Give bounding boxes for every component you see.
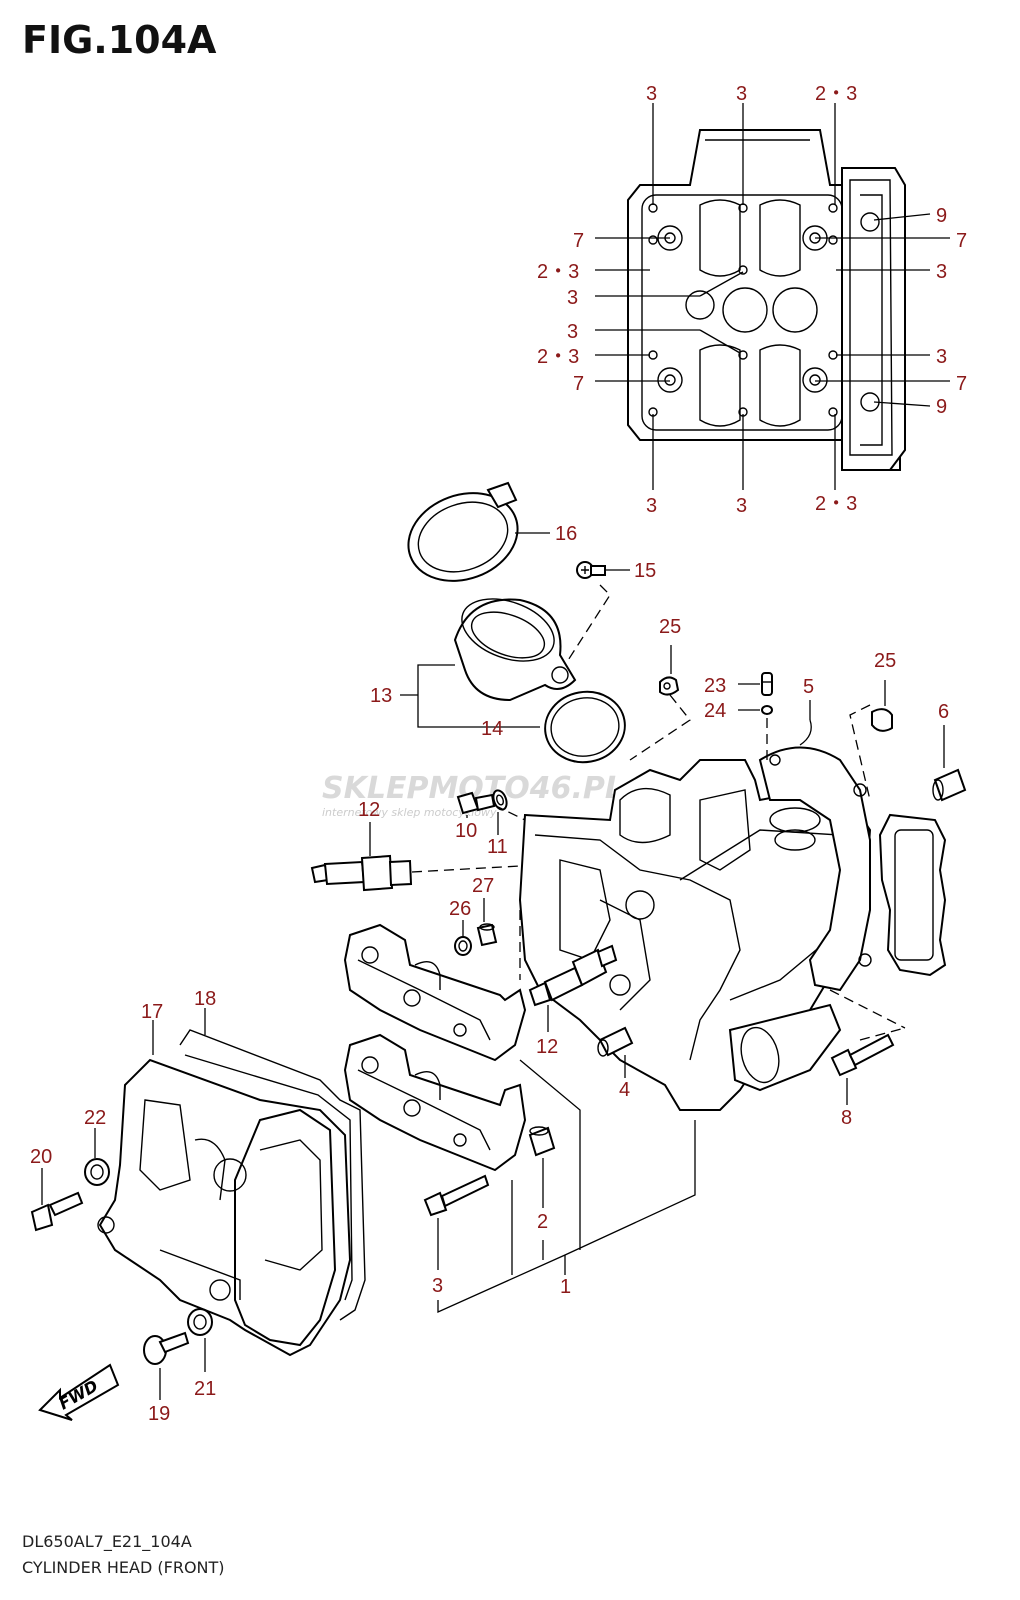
top-view-callouts: 3 3 2・3 9 7 7 2・3 3 3 3 2・3 3 7 7 9 3 3 …: [537, 83, 967, 517]
cylinder-head-assembly: [518, 746, 947, 1111]
callout-9: 9: [936, 205, 947, 227]
callout-10: 10: [455, 820, 477, 842]
callout-21: 21: [194, 1378, 216, 1400]
callout-5: 5: [803, 676, 814, 698]
fwd-arrow-icon: FWD: [38, 1363, 120, 1421]
callout-23: 23: [704, 675, 726, 697]
bolt-19: [143, 1331, 190, 1365]
callout-26: 26: [449, 898, 471, 920]
callout-2-3: 2・3: [815, 493, 857, 515]
callout-3: 3: [646, 495, 657, 517]
callout-3: 3: [936, 261, 947, 283]
bolt-8: [830, 1033, 895, 1077]
dowel-2: [528, 1126, 556, 1157]
o-ring-14: [544, 690, 626, 764]
callout-27: 27: [472, 875, 494, 897]
callout-18: 18: [194, 988, 216, 1010]
callout-7: 7: [956, 373, 967, 395]
callout-12: 12: [536, 1036, 558, 1058]
dowel-6: [932, 768, 967, 802]
callout-6: 6: [938, 701, 949, 723]
callout-8: 8: [841, 1107, 852, 1129]
cap-25-b: [871, 708, 893, 732]
callout-25: 25: [659, 616, 681, 638]
intake-pipe-13: [453, 598, 577, 702]
fitting-23: [761, 672, 773, 696]
dowel-4: [597, 1026, 634, 1057]
bolt-20: [30, 1191, 84, 1232]
figure-description: CYLINDER HEAD (FRONT): [22, 1558, 225, 1577]
callout-1: 1: [560, 1276, 571, 1298]
washer-24: [761, 705, 773, 715]
callout-3: 3: [936, 346, 947, 368]
main-callouts: 16 15 25 25 13 14 23 24 5 6 12 10 11 27 …: [30, 523, 949, 1425]
callout-3: 3: [432, 1275, 443, 1297]
seal-26: [454, 936, 472, 956]
callout-2-3: 2・3: [537, 346, 579, 368]
callout-17: 17: [141, 1001, 163, 1023]
cylinder-head-cover-17: [97, 1058, 352, 1357]
callout-16: 16: [555, 523, 577, 545]
bolt-10: [456, 791, 496, 815]
cylinder-head-top-view: [627, 129, 906, 471]
spark-plug-12-lower: [528, 944, 618, 1007]
model-code: DL650AL7_E21_104A: [22, 1532, 192, 1551]
bolt-3: [423, 1174, 490, 1217]
camshaft-holder-upper: [343, 923, 527, 1062]
callout-3: 3: [646, 83, 657, 105]
callout-2: 2: [537, 1211, 548, 1233]
screw-15: [576, 561, 606, 579]
callout-24: 24: [704, 700, 726, 722]
callout-7: 7: [956, 230, 967, 252]
callout-4: 4: [619, 1079, 630, 1101]
callout-7: 7: [573, 373, 584, 395]
callout-3: 3: [736, 495, 747, 517]
callout-7: 7: [573, 230, 584, 252]
callout-20: 20: [30, 1146, 52, 1168]
figure-title: FIG.104A: [22, 18, 217, 62]
callout-3: 3: [736, 83, 747, 105]
washer-11: [492, 789, 508, 811]
callout-25: 25: [874, 650, 896, 672]
callout-14: 14: [481, 718, 503, 740]
callout-11: 11: [487, 836, 508, 858]
grommet-22: [84, 1158, 110, 1186]
cap-25-a: [659, 676, 680, 696]
callout-9: 9: [936, 396, 947, 418]
callout-2-3: 2・3: [537, 261, 579, 283]
watermark-tagline: internetowy sklep motocyklowy: [322, 806, 497, 819]
top-view-leaders: [595, 103, 950, 490]
callout-3: 3: [567, 321, 578, 343]
callout-2-3: 2・3: [815, 83, 857, 105]
spark-plug-12-upper: [310, 854, 413, 892]
hose-clamp-16: [407, 481, 519, 582]
callout-3: 3: [567, 287, 578, 309]
head-cover-gasket-18: [179, 1029, 366, 1321]
callout-15: 15: [634, 560, 656, 582]
callout-19: 19: [148, 1403, 170, 1425]
callout-12: 12: [358, 799, 380, 821]
callout-22: 22: [84, 1107, 106, 1129]
callout-13: 13: [370, 685, 392, 707]
dowel-27: [476, 923, 498, 947]
watermark: SKLEPMOTO46.PL internetowy sklep motocyk…: [322, 771, 624, 819]
grommet-21: [187, 1308, 213, 1336]
camshaft-holder-lower: [343, 1033, 527, 1172]
